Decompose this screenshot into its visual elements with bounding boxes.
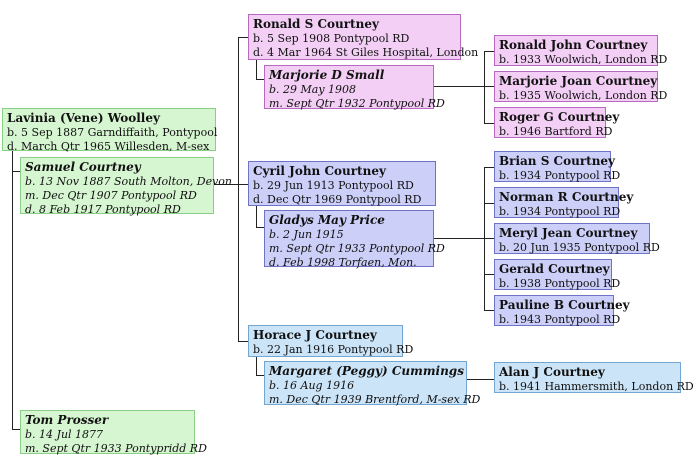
person-marriage: m. Sept Qtr 1932 Pontypool RD	[269, 97, 445, 110]
person-name: Margaret (Peggy) Cummings	[269, 364, 464, 378]
connector-line	[433, 238, 485, 239]
person-name: Gerald Courtney	[499, 262, 610, 276]
person-name: Gladys May Price	[269, 213, 385, 227]
person-box-samuel[interactable]: Samuel Courtney b. 13 Nov 1887 South Mol…	[20, 157, 232, 216]
person-name: Brian S Courtney	[499, 154, 616, 168]
person-box-brian[interactable]: Brian S Courtney b. 1934 Pontypool RD	[494, 151, 621, 182]
connector-line	[484, 203, 494, 204]
person-birth: b. 13 Nov 1887 South Molton, Devon	[25, 175, 232, 188]
person-box-gerald[interactable]: Gerald Courtney b. 1938 Pontypool RD	[494, 259, 621, 290]
person-death: d. Feb 1998 Torfaen, Mon.	[269, 256, 417, 269]
person-birth: b. 16 Aug 1916	[269, 379, 355, 392]
connector-line	[238, 184, 248, 185]
connector-line	[484, 238, 494, 239]
connector-line	[484, 123, 494, 124]
person-birth: b. 1933 Woolwich, London RD	[499, 53, 668, 66]
person-marriage: m. Sept Qtr 1933 Pontypridd RD	[25, 442, 207, 455]
person-box-horace[interactable]: Horace J Courtney b. 22 Jan 1916 Pontypo…	[248, 325, 414, 357]
connector-line	[12, 171, 20, 172]
person-birth: b. 1941 Hammersmith, London RD	[499, 380, 694, 393]
person-name: Alan J Courtney	[499, 365, 605, 379]
connector-line	[256, 227, 264, 228]
person-box-alan[interactable]: Alan J Courtney b. 1941 Hammersmith, Lon…	[494, 362, 694, 393]
connector-line	[238, 37, 248, 38]
person-birth: b. 1938 Pontypool RD	[499, 277, 621, 290]
person-marriage: m. Dec Qtr 1907 Pontypool RD	[25, 189, 197, 202]
connector-line	[484, 310, 494, 311]
connector-line	[484, 274, 494, 275]
person-marriage: m. Dec Qtr 1939 Brentford, M-sex RD	[269, 393, 481, 406]
connector-line	[484, 167, 494, 168]
person-name: Horace J Courtney	[253, 328, 377, 342]
person-name: Tom Prosser	[25, 413, 109, 427]
person-box-gladys[interactable]: Gladys May Price b. 2 Jun 1915 m. Sept Q…	[264, 210, 445, 269]
connector-line	[256, 206, 257, 228]
connector-line	[484, 86, 494, 87]
person-box-tom[interactable]: Tom Prosser b. 14 Jul 1877 m. Sept Qtr 1…	[20, 410, 207, 455]
person-birth: b. 2 Jun 1915	[269, 228, 344, 241]
person-box-meryl[interactable]: Meryl Jean Courtney b. 20 Jun 1935 Ponty…	[494, 223, 660, 254]
person-marriage: m. Sept Qtr 1933 Pontypool RD	[269, 242, 445, 255]
person-birth: b. 22 Jan 1916 Pontypool RD	[253, 343, 414, 356]
connector-line	[256, 375, 264, 376]
person-box-ronald-s[interactable]: Ronald S Courtney b. 5 Sep 1908 Pontypoo…	[248, 14, 479, 60]
person-name: Meryl Jean Courtney	[499, 226, 638, 240]
person-birth: b. 20 Jun 1935 Pontypool RD	[499, 241, 660, 254]
person-name: Lavinia (Vene) Woolley	[7, 111, 160, 125]
person-death: d. March Qtr 1965 Willesden, M-sex	[7, 140, 210, 153]
person-box-marjorie-j[interactable]: Marjorie Joan Courtney b. 1935 Woolwich,…	[494, 71, 668, 102]
connector-line	[466, 379, 494, 380]
connector-line	[12, 150, 13, 430]
person-birth: b. 29 Jun 1913 Pontypool RD	[253, 179, 414, 192]
person-box-margaret[interactable]: Margaret (Peggy) Cummings b. 16 Aug 1916…	[264, 361, 481, 406]
person-box-cyril[interactable]: Cyril John Courtney b. 29 Jun 1913 Ponty…	[248, 161, 436, 206]
connector-line	[256, 356, 257, 376]
person-name: Ronald John Courtney	[499, 38, 648, 52]
person-birth: b. 1934 Pontypool RD	[499, 169, 621, 182]
connector-line	[238, 37, 239, 342]
person-death: d. 4 Mar 1964 St Giles Hospital, London	[253, 46, 479, 59]
connector-line	[484, 167, 485, 311]
person-name: Norman R Courtney	[499, 190, 634, 204]
person-birth: b. 1943 Pontypool RD	[499, 313, 621, 326]
person-name: Pauline B Courtney	[499, 298, 630, 312]
person-birth: b. 1935 Woolwich, London RD	[499, 89, 668, 102]
connector-line	[213, 184, 239, 185]
person-box-lavinia[interactable]: Lavinia (Vene) Woolley b. 5 Sep 1887 Gar…	[2, 108, 218, 153]
person-birth: b. 5 Sep 1908 Pontypool RD	[253, 32, 410, 45]
person-name: Cyril John Courtney	[253, 164, 386, 178]
connector-line	[238, 341, 248, 342]
person-box-ronald-j[interactable]: Ronald John Courtney b. 1933 Woolwich, L…	[494, 35, 668, 66]
person-birth: b. 5 Sep 1887 Garndiffaith, Pontypool	[7, 126, 218, 139]
person-name: Ronald S Courtney	[253, 17, 379, 31]
connector-line	[484, 51, 494, 52]
person-birth: b. 1934 Pontypool RD	[499, 205, 621, 218]
connector-line	[484, 51, 485, 124]
person-name: Roger G Courtney	[499, 110, 620, 124]
person-birth: b. 1946 Bartford RD	[499, 125, 613, 138]
person-name: Samuel Courtney	[25, 160, 141, 174]
person-name: Marjorie D Small	[269, 68, 385, 82]
connector-line	[433, 86, 485, 87]
person-box-pauline[interactable]: Pauline B Courtney b. 1943 Pontypool RD	[494, 295, 630, 326]
person-name: Marjorie Joan Courtney	[499, 74, 658, 88]
person-birth: b. 14 Jul 1877	[25, 428, 104, 441]
person-death: d. Dec Qtr 1969 Pontypool RD	[253, 193, 422, 206]
person-box-roger[interactable]: Roger G Courtney b. 1946 Bartford RD	[494, 107, 620, 138]
connector-line	[256, 79, 264, 80]
connector-line	[256, 60, 257, 80]
person-death: d. 8 Feb 1917 Pontypool RD	[25, 203, 181, 216]
person-birth: b. 29 May 1908	[269, 83, 357, 96]
person-box-marjorie-d[interactable]: Marjorie D Small b. 29 May 1908 m. Sept …	[264, 65, 445, 110]
person-box-norman[interactable]: Norman R Courtney b. 1934 Pontypool RD	[494, 187, 634, 218]
connector-line	[12, 429, 20, 430]
